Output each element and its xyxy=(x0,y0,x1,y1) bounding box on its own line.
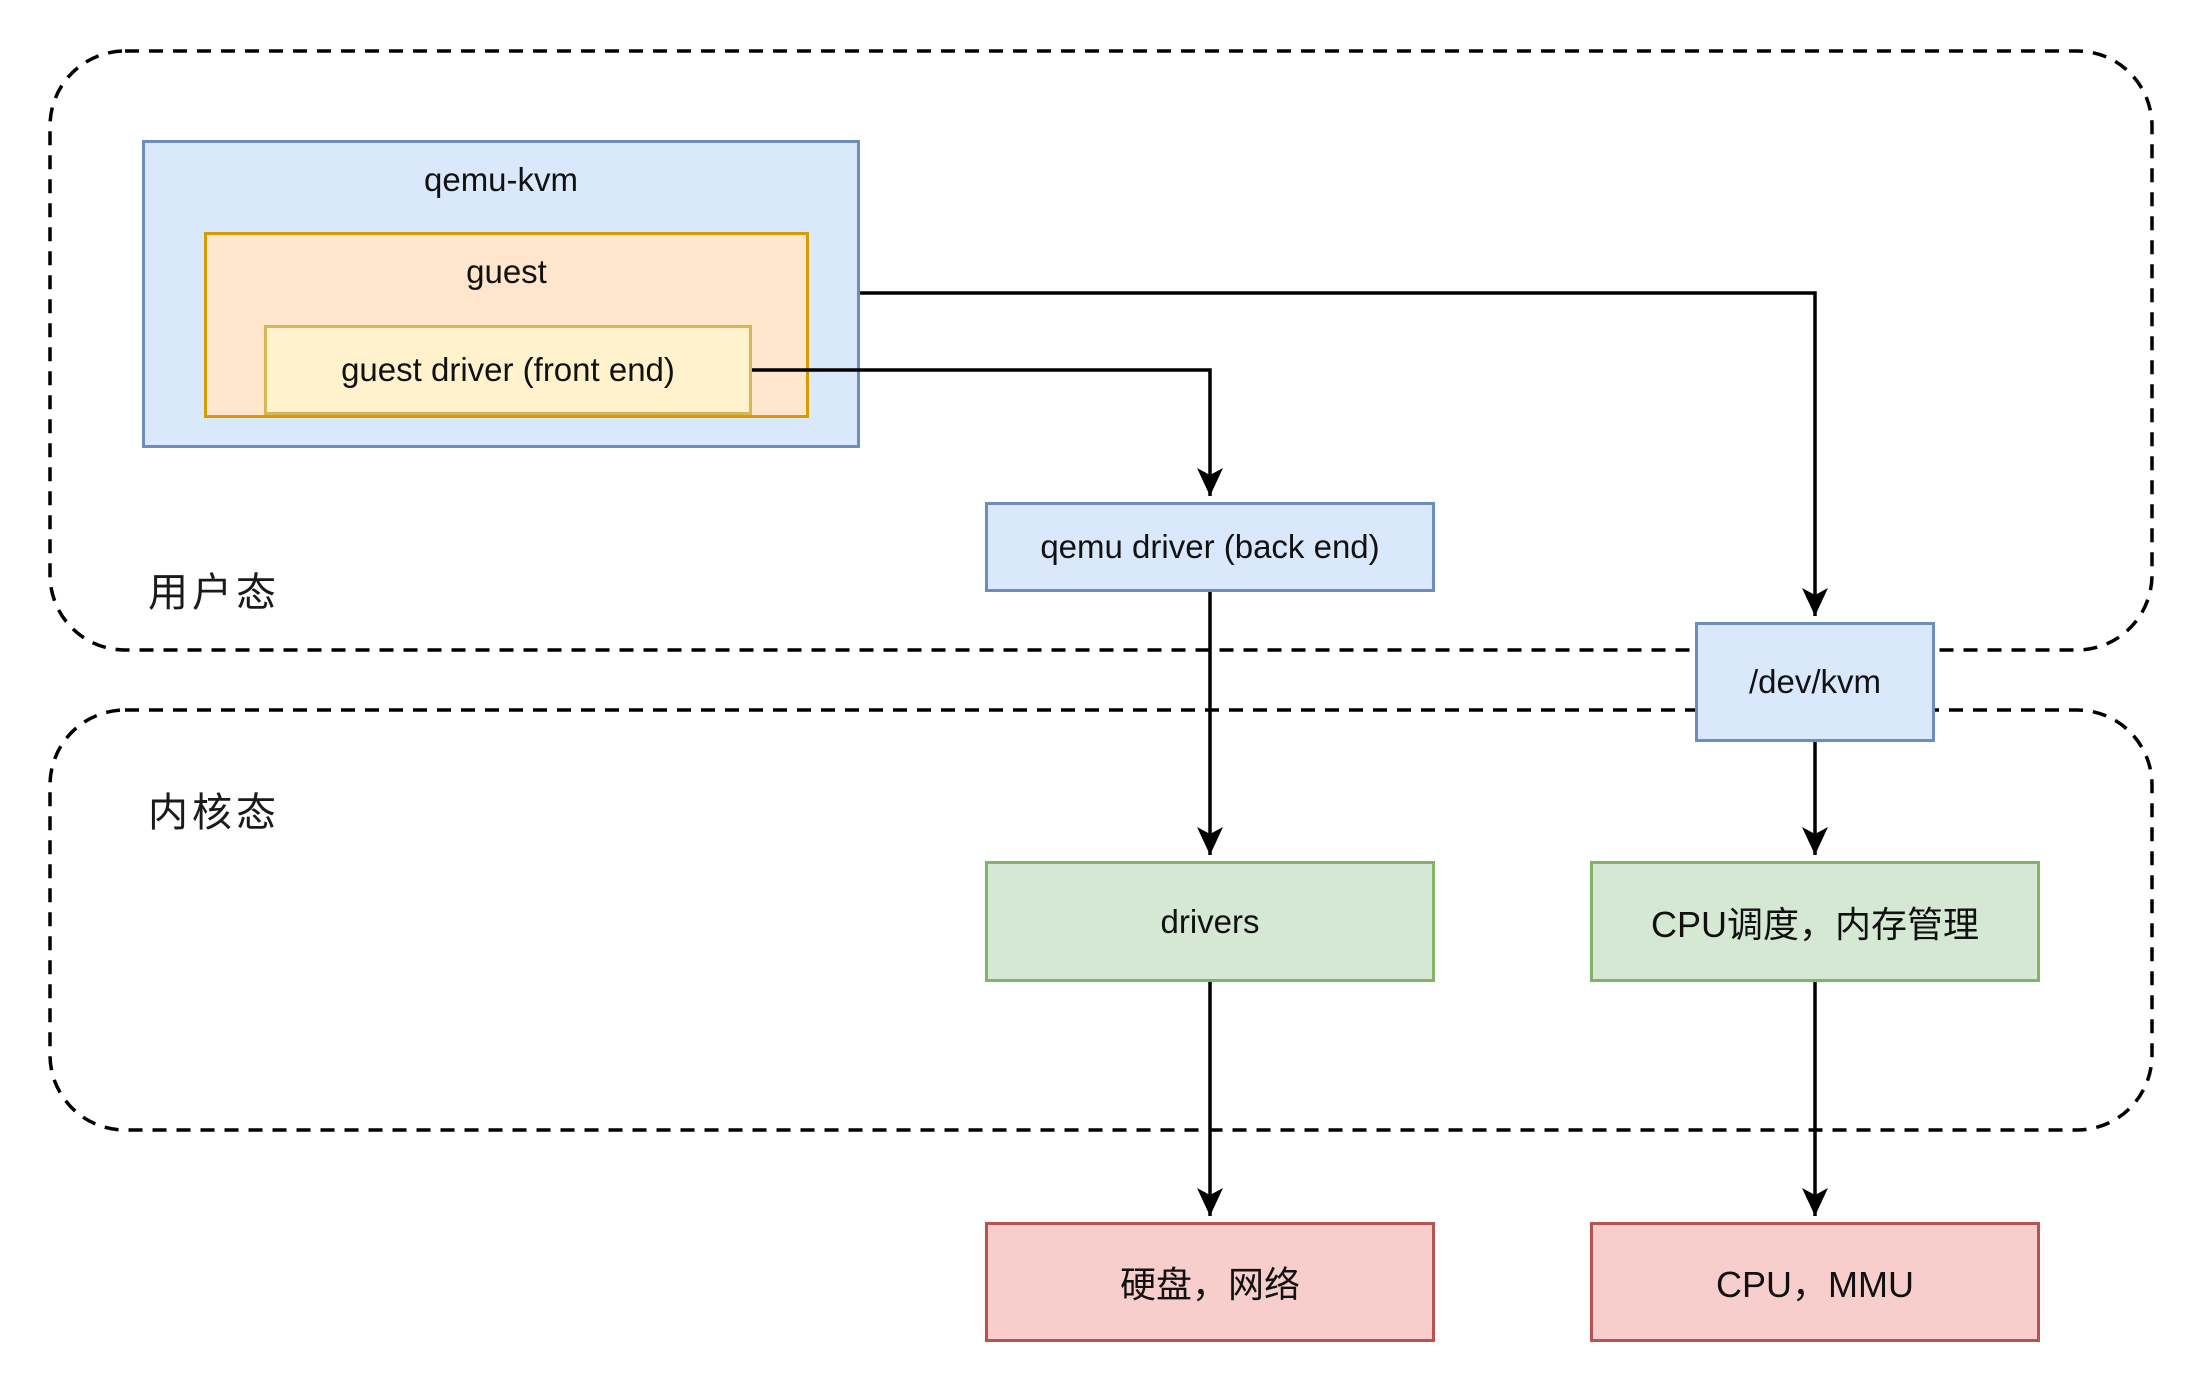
arrow-qemu-kvm-to-dev-kvm xyxy=(860,291,1828,616)
node-guest-driver-label: guest driver (front end) xyxy=(341,351,675,388)
node-qemu-driver-label: qemu driver (back end) xyxy=(1040,528,1380,565)
node-drivers: drivers xyxy=(985,861,1435,982)
node-disk-network: 硬盘，网络 xyxy=(985,1222,1435,1342)
user-mode-region-outline xyxy=(48,49,2154,652)
arrow-guest-driver-to-qemu-driver xyxy=(752,368,1223,496)
node-disk-network-label: 硬盘，网络 xyxy=(1119,1264,1300,1305)
kernel-mode-region-outline xyxy=(48,708,2154,1132)
node-cpu-mmu-label: CPU，MMU xyxy=(1716,1264,1914,1305)
node-cpu-scheduling-memory: CPU调度，内存管理 xyxy=(1590,861,2040,982)
node-dev-kvm-label: /dev/kvm xyxy=(1748,663,1882,700)
user-mode-label: 用户态 xyxy=(148,570,280,615)
node-guest-label: guest xyxy=(466,253,547,290)
node-guest-driver-front-end: guest driver (front end) xyxy=(264,325,752,415)
node-qemu-kvm-label: qemu-kvm xyxy=(423,161,579,198)
node-drivers-label: drivers xyxy=(1160,902,1260,940)
kernel-mode-label: 内核态 xyxy=(148,790,280,835)
node-dev-kvm: /dev/kvm xyxy=(1695,622,1935,742)
node-cpu-mmu: CPU，MMU xyxy=(1590,1222,2040,1342)
node-cpu-scheduling-memory-label: CPU调度，内存管理 xyxy=(1650,903,1979,945)
node-qemu-driver-back-end: qemu driver (back end) xyxy=(985,502,1435,592)
